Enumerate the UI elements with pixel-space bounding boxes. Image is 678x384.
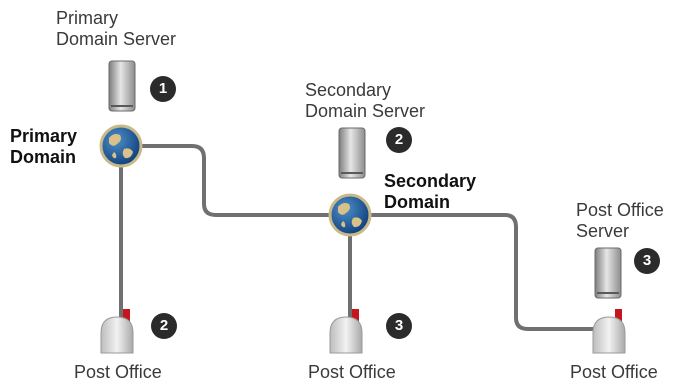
- post-office-middle-label: Post Office: [308, 362, 396, 382]
- primary-server-label: Primary Domain Server: [56, 8, 177, 49]
- server-icon-primary: [108, 60, 136, 112]
- post-office-server-label: Post Office Server: [576, 200, 664, 241]
- post-office-left-label: Post Office: [74, 362, 162, 382]
- connector-lines: [119, 144, 612, 331]
- post-office-icon-right: [592, 309, 626, 354]
- globe-icon-secondary-domain: [328, 193, 372, 237]
- post-office-icon-left: [100, 309, 134, 354]
- globe-icon-primary-domain: [99, 124, 143, 168]
- line-primary-to-secondary: [121, 144, 350, 217]
- line-secondary-to-post-office-right: [350, 213, 612, 331]
- badge-post-office-middle: 3: [386, 313, 412, 339]
- post-office-icon-middle: [329, 309, 363, 354]
- badge-post-office-left: 2: [151, 313, 177, 339]
- secondary-server-label: Secondary Domain Server: [305, 80, 426, 121]
- post-office-right-label: Post Office: [570, 362, 658, 382]
- badge-post-office-server: 3: [634, 248, 660, 274]
- badge-primary-server: 1: [150, 76, 176, 102]
- badge-secondary-server: 2: [386, 127, 412, 153]
- server-icon-post-office: [594, 247, 622, 299]
- server-icon-secondary: [338, 127, 366, 179]
- secondary-domain-label: Secondary Domain: [384, 171, 477, 212]
- primary-domain-label: Primary Domain: [10, 126, 78, 167]
